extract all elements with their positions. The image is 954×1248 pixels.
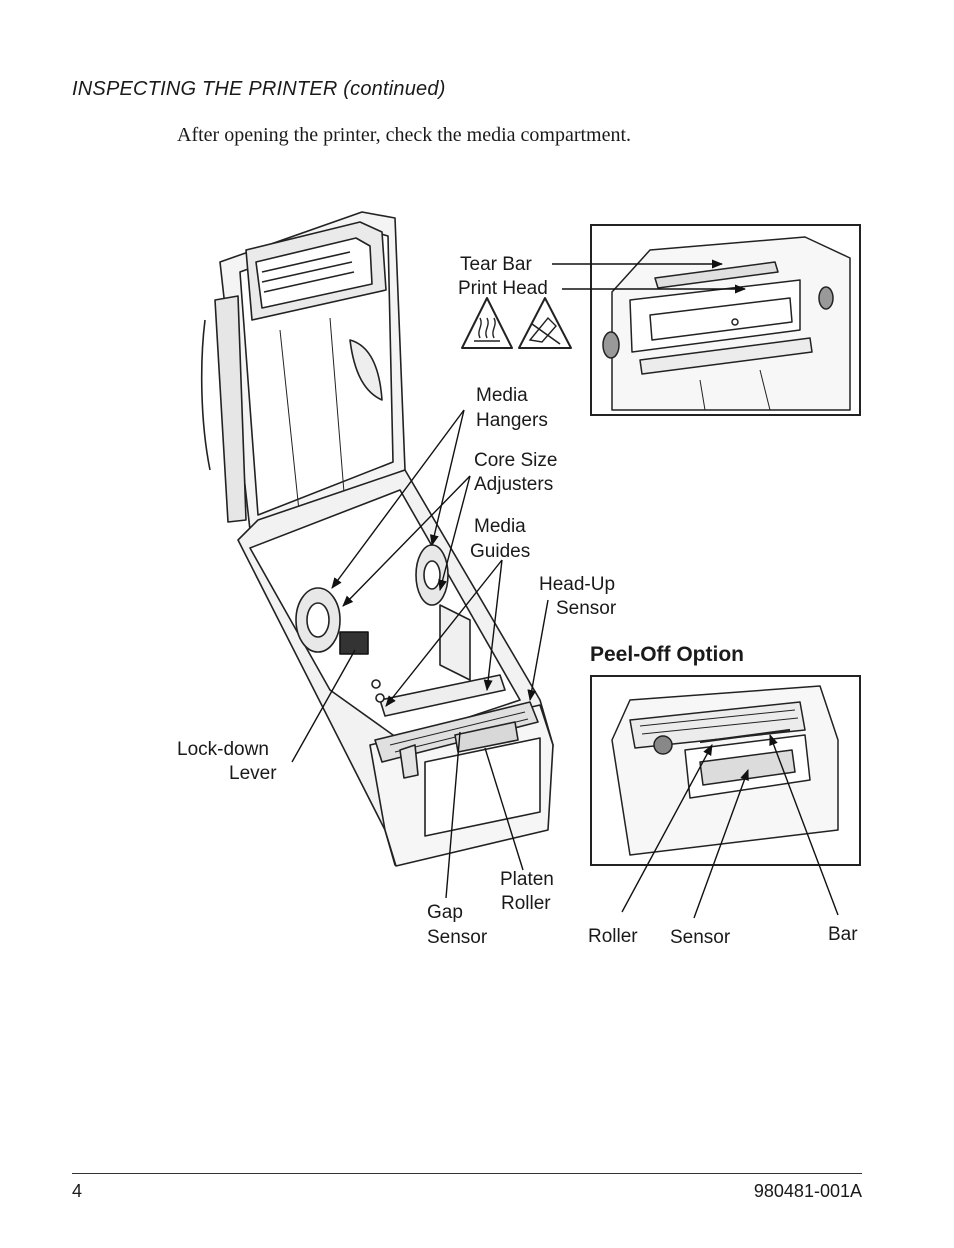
lockdown-label-line1: Lock-down	[177, 739, 269, 760]
head-up-label-line2: Sensor	[556, 598, 617, 619]
tear-bar-label: Tear Bar	[460, 254, 532, 275]
media-hangers-label-line2: Hangers	[476, 410, 548, 431]
gap-label-line1: Gap	[427, 902, 463, 923]
print-head-inset	[590, 224, 861, 416]
media-guides-label-line2: Guides	[470, 541, 530, 562]
page-number: 4	[72, 1181, 83, 1201]
platen-label-line1: Platen	[500, 869, 554, 890]
intro-text: After opening the printer, check the med…	[177, 124, 632, 146]
hot-surface-warning-icon	[461, 297, 513, 349]
core-size-label-line2: Adjusters	[474, 474, 553, 495]
document-number: 980481-001A	[753, 1181, 862, 1201]
printer-illustration	[200, 211, 554, 867]
peel-bar-label: Bar	[828, 924, 858, 945]
head-up-label-line1: Head-Up	[539, 574, 615, 595]
gap-label-line2: Sensor	[427, 927, 488, 948]
media-guides-label-line1: Media	[474, 516, 526, 537]
peel-off-inset	[590, 675, 861, 866]
core-size-label-line1: Core Size	[474, 450, 557, 471]
lockdown-label-line2: Lever	[229, 763, 277, 784]
platen-label-line2: Roller	[501, 893, 551, 914]
callout-lines	[291, 259, 839, 919]
peel-roller-label: Roller	[588, 926, 638, 947]
footer-divider	[72, 1173, 862, 1174]
section-title: INSPECTING THE PRINTER (continued)	[72, 78, 446, 100]
media-hangers-label-line1: Media	[476, 385, 528, 406]
peel-off-title: Peel-Off Option	[590, 643, 744, 666]
peel-sensor-label: Sensor	[670, 927, 731, 948]
print-head-label: Print Head	[458, 278, 548, 299]
electrostatic-warning-icon	[518, 297, 572, 349]
